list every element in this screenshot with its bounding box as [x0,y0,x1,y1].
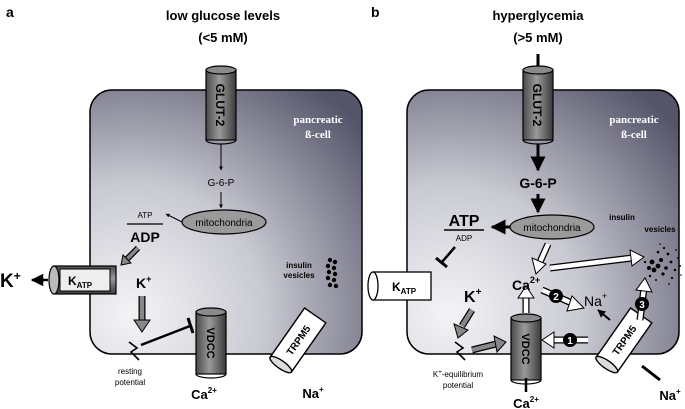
katp-channel-a: KATP [48,265,117,295]
cell-label-a-1: pancreatic [293,114,342,126]
inhibition-line-a [140,324,191,347]
atp-label-a: ATP [138,211,153,220]
katp-label-a: KATP [68,274,93,290]
panel-a-letter: a [6,4,14,20]
step-2-badge [549,289,563,303]
cell-label-b-2: ß-cell [621,129,647,141]
katp-channel-b: KATP [367,271,432,301]
vdcc-channel-b: VDCC [510,313,542,385]
arrow-trpm5-to-na-b [597,309,611,321]
ca-label-a: Ca2+ [191,386,217,402]
atp-label-b: ATP [449,213,480,230]
k-out-label-a: K+ [0,269,21,292]
step-2-label: 2 [553,292,559,303]
trpm5-channel-b: TRPM5 [595,306,653,374]
insulin-vesicles-a [325,257,339,289]
insulin-label-a-2: vesicles [283,271,315,280]
na-label-a: Na+ [302,385,324,401]
resting-label-a-1: resting [118,367,142,376]
panel-b-letter: b [371,4,380,20]
insulin-label-b-2: vesicles [644,225,676,234]
keq-label-b-1: K+-equilibrium [433,370,484,379]
panel-a-subtitle: (<5 mM) [198,30,247,45]
cell-label-b-1: pancreatic [609,114,658,126]
step-3-label: 3 [639,300,645,311]
vdcc-label-b: VDCC [519,333,531,364]
insulin-label-b-1: insulin [609,213,635,222]
na-in-label-b: Na+ [584,291,607,309]
step-3-badge [635,297,649,311]
lightning-icon-b [454,341,466,361]
insulin-label-a-1: insulin [286,261,312,270]
ca-in-label-b: Ca2+ [512,275,540,293]
step-1-label: 1 [567,336,573,347]
vdcc-channel-a: VDCC [195,307,227,379]
lightning-icon-a [128,341,140,361]
insulin-vesicles-b [643,243,682,285]
panel-a: a low glucose levels (<5 mM) pancreatic … [0,4,363,402]
g6p-label-a: G-6-P [208,178,235,189]
vdcc-label-a: VDCC [204,327,216,358]
glut2-label-a: GLUT-2 [213,84,227,127]
mitochondria-label-b: mitochondria [523,223,581,234]
adp-label-a: ADP [130,229,160,245]
na-influx-line-b [641,364,661,382]
ca-out-label-b: Ca2+ [513,395,539,409]
cell-label-a-2: ß-cell [305,129,331,141]
panel-a-title: low glucose levels [166,8,280,23]
inhibition-atp-katp-b [441,246,456,263]
glut2-label-b: GLUT-2 [530,84,544,127]
mitochondria-label-a: mitochondria [195,218,253,229]
na-out-label-b: Na+ [659,387,681,403]
resting-label-a-2: potential [115,378,145,387]
step-1-badge [563,333,577,347]
k-in-label-b: K+ [464,287,482,306]
g6p-label-b: G-6-P [519,175,556,191]
panel-b-subtitle: (>5 mM) [513,30,562,45]
k-in-label-a: K+ [136,274,151,291]
keq-label-b-2: potential [443,381,473,390]
katp-label-b: KATP [392,280,417,296]
glut2-transporter-b: GLUT-2 [522,65,554,145]
adp-label-b: ADP [456,234,472,243]
panel-b-title: hyperglycemia [492,8,584,23]
arrow-mito-to-atp-a [165,213,183,223]
panel-b: b hyperglycemia (>5 mM) pancreatic ß-cel… [367,4,682,409]
glut2-transporter-a: GLUT-2 [205,65,237,145]
